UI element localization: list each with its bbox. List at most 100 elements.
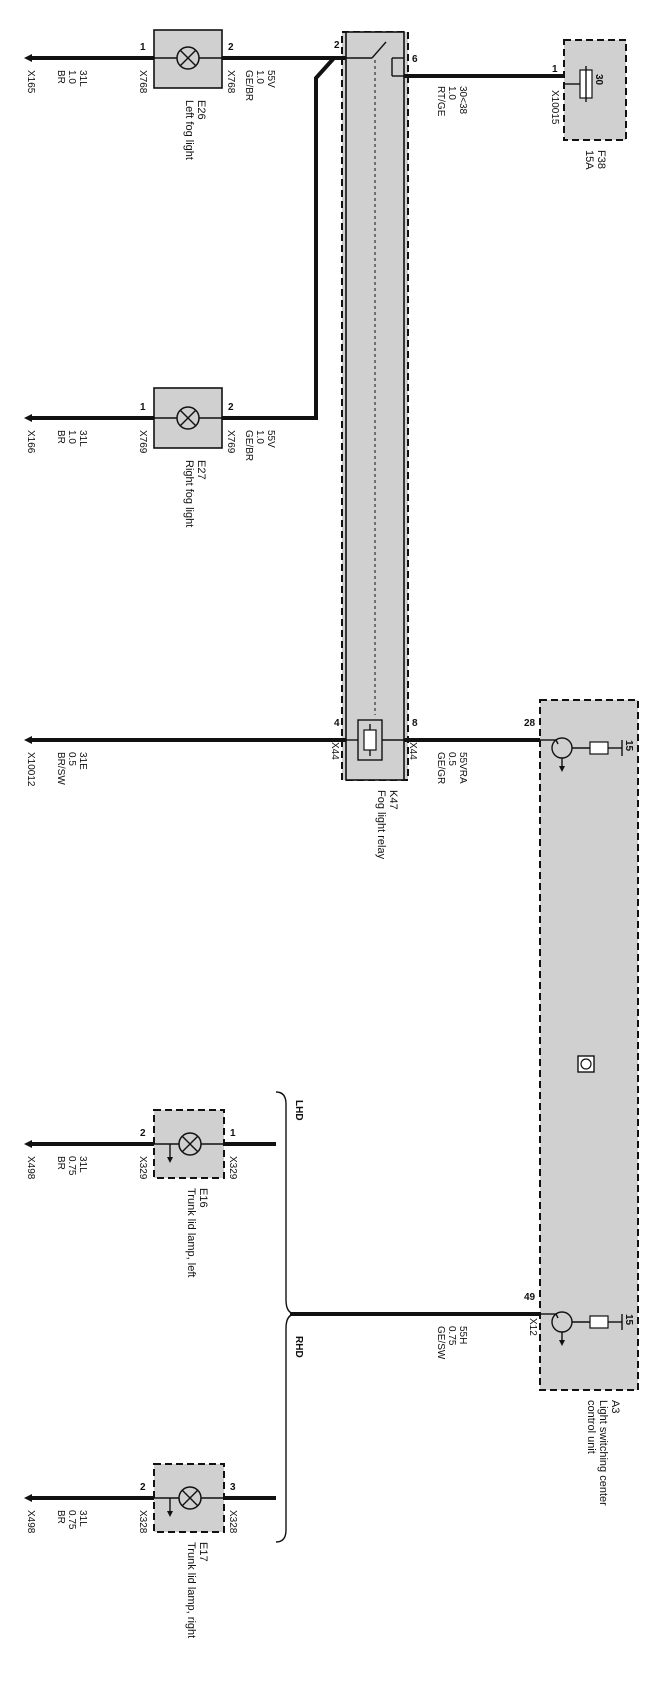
e17-conn-right: X328 xyxy=(227,1510,238,1534)
e26-conn-left: X768 xyxy=(137,70,148,94)
f38-rating: 15A xyxy=(583,150,595,170)
wire-w7-label: 55VRA 0.5 GE/GR xyxy=(435,752,468,784)
svg-text:0.75: 0.75 xyxy=(66,1510,77,1530)
wire-w10-label: 31L 0.75 BR xyxy=(55,1510,88,1530)
e27-conn-right: X769 xyxy=(225,430,236,454)
f38-conn: X10015 xyxy=(549,90,560,125)
ground-x166: X166 xyxy=(25,430,36,454)
svg-text:55V: 55V xyxy=(265,70,276,88)
k47-conn-br: X44 xyxy=(407,742,418,760)
left-fog-light: 1 2 X768 X768 E26 Left fog light X165 31… xyxy=(24,29,236,160)
svg-text:30<38: 30<38 xyxy=(457,86,468,115)
svg-text:31L: 31L xyxy=(77,1510,88,1527)
a3-pin-lower: 49 xyxy=(524,1292,536,1303)
wire-w3-label: 30<38 1.0 RT/GE xyxy=(435,86,468,117)
svg-text:1.0: 1.0 xyxy=(66,70,77,84)
a3-pin-upper: 28 xyxy=(524,718,536,729)
svg-text:GE/SW: GE/SW xyxy=(435,1326,446,1360)
a3-id: A3 xyxy=(609,1400,621,1413)
e16-pin-right: 1 xyxy=(230,1128,236,1139)
variant-lhd: LHD xyxy=(293,1100,304,1121)
svg-text:BR: BR xyxy=(55,70,66,84)
svg-text:1.0: 1.0 xyxy=(254,430,265,444)
svg-text:0.75: 0.75 xyxy=(66,1156,77,1176)
e26-conn-right: X768 xyxy=(225,70,236,94)
k47-pin-bl: 4 xyxy=(334,718,340,729)
k47-pin-br: 8 xyxy=(412,718,418,729)
e27-id: E27 xyxy=(195,460,207,480)
k47-name: Fog light relay xyxy=(375,790,387,860)
svg-text:55V: 55V xyxy=(265,430,276,448)
svg-text:55H: 55H xyxy=(457,1326,468,1344)
k47-pin-tr: 6 xyxy=(412,54,418,65)
svg-text:GE/BR: GE/BR xyxy=(243,70,254,101)
svg-text:BR: BR xyxy=(55,1156,66,1170)
svg-text:31E: 31E xyxy=(77,752,88,770)
svg-text:1.0: 1.0 xyxy=(66,430,77,444)
wire-w8-label: 31L 0.75 BR xyxy=(55,1156,88,1176)
fuse-f38: 30 1 X10015 F38 15A xyxy=(549,39,627,170)
e17-name: Trunk lid lamp, right xyxy=(185,1542,197,1638)
svg-text:GE/GR: GE/GR xyxy=(435,752,446,784)
svg-text:31L: 31L xyxy=(77,70,88,87)
ground-x498-right: X498 xyxy=(25,1510,36,1534)
svg-text:RT/GE: RT/GE xyxy=(435,86,446,117)
svg-text:1.0: 1.0 xyxy=(446,86,457,100)
e17-pin-left: 2 xyxy=(140,1482,146,1493)
e16-id: E16 xyxy=(197,1188,209,1208)
ground-x165: X165 xyxy=(25,70,36,94)
light-switching-center: 15 28 15 49 X12 A3 Light switching cente… xyxy=(524,699,639,1506)
e17-pin-right: 3 xyxy=(230,1482,236,1493)
a3-term-upper: 15 xyxy=(623,740,634,752)
e16-name: Trunk lid lamp, left xyxy=(185,1188,197,1277)
wire-w5-label: 55V 1.0 GE/BR xyxy=(243,430,276,461)
e16-pin-left: 2 xyxy=(140,1128,146,1139)
wire-w4-label: 31L 1.0 BR xyxy=(55,430,88,447)
f38-id: F38 xyxy=(595,150,607,169)
trunk-lamp-left: 2 1 X329 X329 E16 Trunk lid lamp, left X… xyxy=(24,1109,276,1277)
e26-pin-right: 2 xyxy=(228,42,234,53)
a3-name-1: Light switching center xyxy=(597,1400,609,1506)
svg-text:BR: BR xyxy=(55,430,66,444)
wire-w2-label: 55V 1.0 GE/BR xyxy=(243,70,276,101)
wire-w5 xyxy=(222,56,336,420)
svg-text:31L: 31L xyxy=(77,430,88,447)
svg-text:1.0: 1.0 xyxy=(254,70,265,84)
e26-name: Left fog light xyxy=(183,100,195,160)
e26-pin-left: 1 xyxy=(140,42,146,53)
svg-text:0.5: 0.5 xyxy=(66,752,77,766)
e27-pin-left: 1 xyxy=(140,402,146,413)
e17-id: E17 xyxy=(197,1542,209,1562)
variant-brace xyxy=(275,1091,297,1543)
a3-term-lower: 15 xyxy=(623,1314,634,1326)
k47-id: K47 xyxy=(387,790,399,810)
e27-conn-left: X769 xyxy=(137,430,148,454)
e27-name: Right fog light xyxy=(183,460,195,527)
fog-light-relay: 2 6 4 8 X44 X44 K47 Fog light relay xyxy=(329,31,418,860)
ground-x498-left: X498 xyxy=(25,1156,36,1180)
a3-name-2: control unit xyxy=(585,1400,597,1454)
svg-text:31L: 31L xyxy=(77,1156,88,1173)
k47-pin-tl: 2 xyxy=(334,40,340,51)
svg-text:GE/BR: GE/BR xyxy=(243,430,254,461)
trunk-lamp-right: 2 3 X328 X328 E17 Trunk lid lamp, right … xyxy=(24,1463,276,1638)
ground-x10012: X10012 xyxy=(25,752,36,787)
svg-text:0.5: 0.5 xyxy=(446,752,457,766)
e16-conn-right: X329 xyxy=(227,1156,238,1180)
e26-id: E26 xyxy=(195,100,207,120)
svg-text:BR/SW: BR/SW xyxy=(55,752,66,785)
wire-w1-label: 31L 1.0 BR xyxy=(55,70,88,87)
wire-w9-label: 55H 0.75 GE/SW xyxy=(435,1326,468,1360)
f38-pin: 1 xyxy=(552,64,558,75)
e17-conn-left: X328 xyxy=(137,1510,148,1534)
f38-terminal: 30 xyxy=(593,74,604,86)
e16-conn-left: X329 xyxy=(137,1156,148,1180)
a3-conn-lower: X12 xyxy=(527,1318,538,1336)
k47-conn-bl: X44 xyxy=(329,742,340,760)
right-fog-light: 1 2 X769 X769 E27 Right fog light X166 3… xyxy=(24,387,236,527)
svg-text:55VRA: 55VRA xyxy=(457,752,468,784)
wire-w6-label: 31E 0.5 BR/SW xyxy=(55,752,88,785)
variant-rhd: RHD xyxy=(293,1336,304,1358)
e27-pin-right: 2 xyxy=(228,402,234,413)
